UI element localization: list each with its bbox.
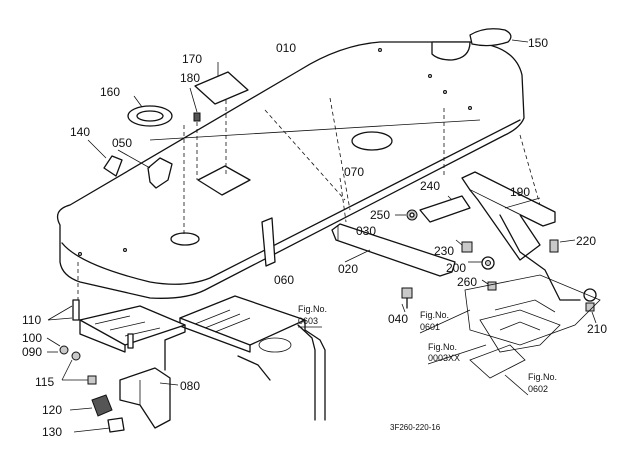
- label-110: 110: [22, 313, 41, 327]
- label-010: 010: [276, 41, 296, 55]
- nut-250: [395, 209, 418, 221]
- bracket-240: [419, 195, 471, 223]
- clip-140: [87, 139, 123, 177]
- label-250: 250: [370, 208, 390, 222]
- label-050: 050: [112, 136, 132, 150]
- cover-010: [56, 41, 525, 299]
- fig-0003-label: Fig.No.: [428, 342, 457, 352]
- fig-0601-label: Fig.No.: [420, 310, 449, 320]
- bracket-050: [117, 149, 173, 189]
- fig-0603-number: 0603: [298, 316, 318, 326]
- bolt-220: [549, 239, 576, 253]
- hardware-200: [468, 256, 495, 270]
- label-230: 230: [434, 244, 454, 258]
- strip-020: [331, 223, 456, 277]
- part-labels: 010 150 170 180 160 140 050 070 240 190 …: [22, 36, 607, 439]
- label-200: 200: [446, 261, 466, 275]
- label-240: 240: [420, 179, 440, 193]
- hardware-230: [455, 239, 473, 253]
- label-120: 120: [42, 403, 62, 417]
- label-220: 220: [576, 234, 596, 248]
- label-210: 210: [587, 322, 607, 336]
- drawing-code: 3F260-220-16: [390, 423, 441, 432]
- label-140: 140: [70, 125, 90, 139]
- fig-0602-label: Fig.No.: [528, 372, 557, 382]
- bracket-assembly-left: [46, 262, 186, 433]
- label-180: 180: [180, 71, 200, 85]
- label-020: 020: [338, 262, 358, 276]
- floor-frame-0603: [179, 295, 326, 421]
- label-070: 070: [344, 165, 364, 179]
- bolt-210: [583, 288, 597, 324]
- label-030: 030: [356, 224, 376, 238]
- label-130: 130: [42, 425, 62, 439]
- fig-0601-number: 0601: [420, 322, 440, 332]
- screw-180: [189, 87, 201, 180]
- plate-170: [194, 62, 249, 175]
- label-190: 190: [510, 185, 530, 199]
- label-100: 100: [22, 331, 42, 345]
- label-090: 090: [22, 345, 42, 359]
- hardware-260: [481, 279, 497, 291]
- label-060: 060: [274, 273, 294, 287]
- figure-refs: Fig.No. 0603 Fig.No. 0601 Fig.No. 0003XX…: [298, 304, 557, 396]
- label-150: 150: [528, 36, 548, 50]
- label-260: 260: [457, 275, 477, 289]
- label-040: 040: [388, 312, 408, 326]
- cap-150: [469, 28, 529, 47]
- frame-190: [443, 108, 581, 301]
- label-080: 080: [180, 379, 200, 393]
- label-160: 160: [100, 85, 120, 99]
- lower-right-assembly: [464, 274, 601, 379]
- label-115: 115: [35, 375, 54, 389]
- ring-160: [127, 95, 185, 236]
- fig-0602-number: 0602: [528, 384, 548, 394]
- fig-0003-number: 0003XX: [428, 353, 460, 363]
- fig-0603-label: Fig.No.: [298, 304, 327, 314]
- bolt-040: [401, 287, 413, 313]
- label-170: 170: [182, 52, 202, 66]
